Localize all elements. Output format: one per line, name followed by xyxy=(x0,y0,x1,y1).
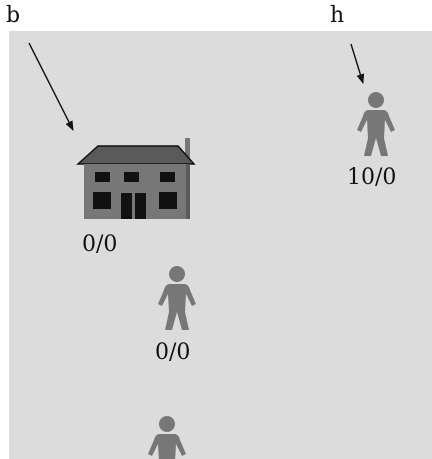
person-middle-score: 0/0 xyxy=(155,340,191,365)
person-piece-top-right[interactable] xyxy=(357,92,395,157)
marker-label-b: b xyxy=(6,3,21,28)
game-board xyxy=(9,31,432,459)
arrow-h xyxy=(350,43,365,84)
person-piece-bottom[interactable] xyxy=(148,416,186,459)
house-icon xyxy=(76,138,196,219)
arrow-b xyxy=(28,42,74,131)
person-icon xyxy=(158,266,196,330)
marker-label-h: h xyxy=(330,3,345,28)
person-piece-middle[interactable] xyxy=(158,266,196,331)
house-piece[interactable] xyxy=(74,137,196,221)
person-icon xyxy=(148,416,186,459)
house-score: 0/0 xyxy=(82,232,118,257)
person-icon xyxy=(357,92,395,156)
person-top-right-score: 10/0 xyxy=(347,165,397,190)
